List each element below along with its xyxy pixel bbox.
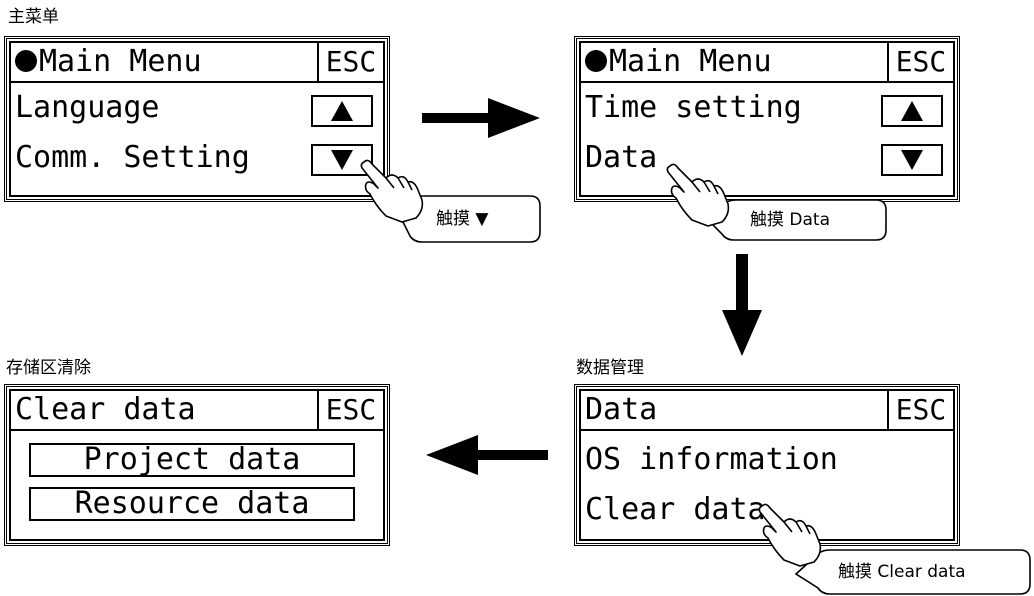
up-arrow-icon xyxy=(901,101,923,121)
project-data-button[interactable]: Project data xyxy=(29,443,355,477)
caption-data-management: 数据管理 xyxy=(576,358,644,378)
callout-touch-data-bubble xyxy=(704,199,887,241)
title-bar: Main Menu ESC xyxy=(581,43,953,83)
esc-button[interactable]: ESC xyxy=(317,391,383,429)
up-arrow-icon xyxy=(331,101,353,121)
down-arrow-icon xyxy=(331,150,353,170)
esc-button[interactable]: ESC xyxy=(887,391,953,429)
menu-item-os-information[interactable]: OS information xyxy=(585,442,838,477)
caption-main-menu: 主菜单 xyxy=(8,7,59,27)
menu-item-language[interactable]: Language xyxy=(15,90,160,125)
title: Data xyxy=(585,392,658,427)
title: Main Menu xyxy=(585,45,772,79)
screen-main-menu-1: Main Menu ESC Language Comm. Setting xyxy=(4,36,390,202)
scroll-up-button[interactable] xyxy=(881,95,943,127)
title-bar: Data ESC xyxy=(581,391,953,431)
title-bar: Main Menu ESC xyxy=(11,43,383,83)
scroll-down-button[interactable] xyxy=(311,144,373,176)
caption-clear-storage: 存储区清除 xyxy=(6,358,91,378)
title: Clear data xyxy=(15,392,196,427)
esc-button[interactable]: ESC xyxy=(887,43,953,81)
title: Main Menu xyxy=(15,45,202,79)
callout-touch-down-text: 触摸 ▼ xyxy=(436,209,489,229)
resource-data-button[interactable]: Resource data xyxy=(29,487,355,521)
bullet-icon xyxy=(15,50,37,72)
title-text: Main Menu xyxy=(39,44,202,79)
menu-item-comm-setting[interactable]: Comm. Setting xyxy=(15,140,250,175)
callout-touch-clear-data-text: 触摸 Clear data xyxy=(838,562,966,582)
hand-pointer-icon xyxy=(666,163,730,227)
title-bar: Clear data ESC xyxy=(11,391,383,431)
menu-item-time-setting[interactable]: Time setting xyxy=(585,90,802,125)
hand-pointer-icon xyxy=(758,503,822,567)
down-arrow-icon xyxy=(901,150,923,170)
menu-item-clear-data[interactable]: Clear data xyxy=(585,492,766,527)
screen-data: Data ESC OS information Clear data xyxy=(574,384,960,546)
arrow-down-icon xyxy=(722,254,762,356)
title-text: Main Menu xyxy=(609,44,772,79)
callout-touch-data-text: 触摸 Data xyxy=(750,210,830,230)
hand-pointer-icon xyxy=(360,159,424,223)
callout-touch-clear-data-bubble xyxy=(794,549,1031,595)
screen-clear-data: Clear data ESC Project data Resource dat… xyxy=(4,384,390,546)
arrow-left-icon xyxy=(426,435,548,475)
bullet-icon xyxy=(585,50,607,72)
esc-button[interactable]: ESC xyxy=(317,43,383,81)
menu-item-data[interactable]: Data xyxy=(585,140,658,175)
scroll-down-button[interactable] xyxy=(881,144,943,176)
arrow-right-icon xyxy=(422,98,540,138)
scroll-up-button[interactable] xyxy=(311,95,373,127)
